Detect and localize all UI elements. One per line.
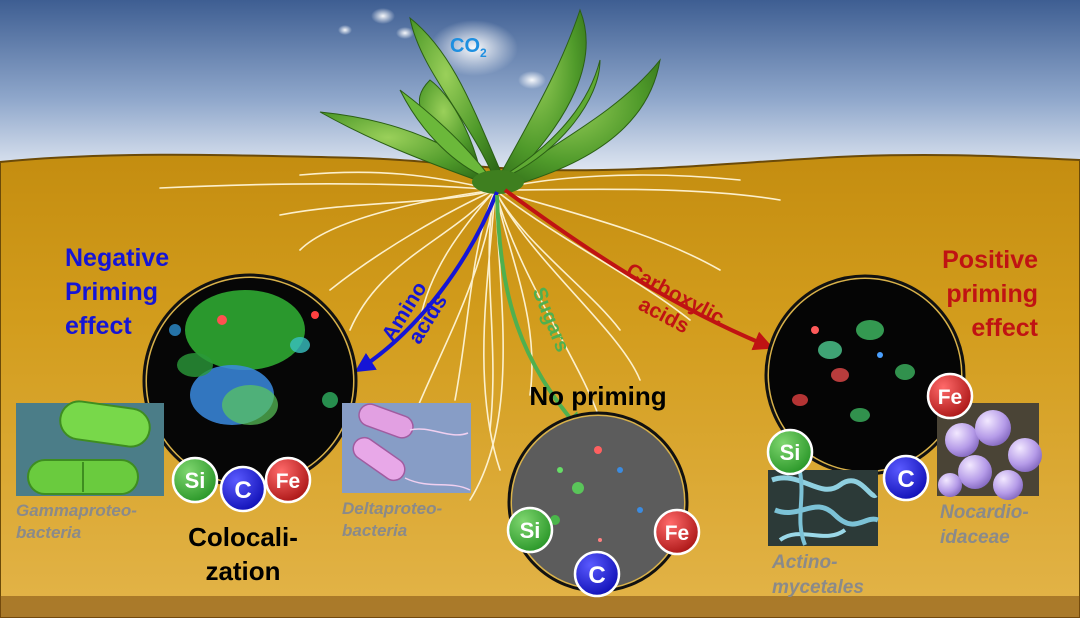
svg-text:Si: Si [185,468,206,493]
svg-text:Nocardio-: Nocardio- [940,502,1029,523]
svg-text:effect: effect [971,314,1038,342]
c-badge-left: C [219,465,267,513]
deltaproteobacteria-image [342,403,471,493]
svg-text:Deltaproteo-: Deltaproteo- [342,499,442,518]
positive-priming-micrograph [764,274,966,476]
c-badge-middle: C [573,550,621,598]
svg-text:bacteria: bacteria [16,523,81,542]
gammaproteobacteria-image [16,400,164,496]
svg-text:Positive: Positive [942,246,1038,274]
deltaproteobacteria-caption: Deltaproteo- bacteria [342,499,442,540]
actinomycetales-caption: Actino- mycetales [771,552,864,598]
svg-text:C: C [897,466,914,493]
sugars-arrow [495,194,583,434]
positive-priming-label: Positive priming effect [942,246,1039,342]
svg-text:effect: effect [65,312,132,340]
svg-text:C: C [234,477,251,504]
svg-text:bacteria: bacteria [342,521,407,540]
svg-text:Fe: Fe [665,522,690,545]
c-badge-right: C [882,454,930,502]
svg-text:Fe: Fe [938,386,963,409]
clouds [338,8,546,89]
soil-bottom-band [0,596,1080,618]
svg-text:mycetales: mycetales [772,577,864,598]
fe-badge-middle: Fe [653,508,701,556]
negative-priming-micrograph [142,273,358,489]
svg-text:Si: Si [780,440,801,465]
fe-badge-right: Fe [926,372,974,420]
negative-priming-label: Negative Priming effect [65,244,169,340]
svg-text:priming: priming [946,280,1038,308]
plant [319,8,661,194]
no-priming-micrograph [507,411,689,593]
colocalization-label: Colocali- zation [188,522,298,586]
actinomycetales-image [768,470,879,546]
si-badge-right: Si [766,428,814,476]
nocardioidaceae-image [937,403,1042,500]
svg-text:Si: Si [520,518,541,543]
svg-text:zation: zation [205,556,280,586]
si-badge-middle: Si [506,506,554,554]
svg-text:Negative: Negative [65,244,169,272]
no-priming-label: No priming [529,381,666,411]
svg-text:Gammaproteo-: Gammaproteo- [16,501,137,520]
svg-text:C: C [588,562,605,589]
co2-label: CO2 [450,35,487,60]
gammaproteobacteria-caption: Gammaproteo- bacteria [16,501,137,542]
si-badge-left: Si [171,456,219,504]
svg-text:idaceae: idaceae [940,527,1010,548]
fe-badge-left: Fe [264,456,312,504]
svg-text:Fe: Fe [276,470,301,493]
nocardioidaceae-caption: Nocardio- idaceae [940,502,1029,548]
svg-text:Priming: Priming [65,278,158,306]
svg-text:Colocali-: Colocali- [188,522,298,552]
svg-text:Actino-: Actino- [771,552,837,573]
carboxylic-acids-arrow [503,188,774,351]
amino-acids-arrow [354,191,499,373]
